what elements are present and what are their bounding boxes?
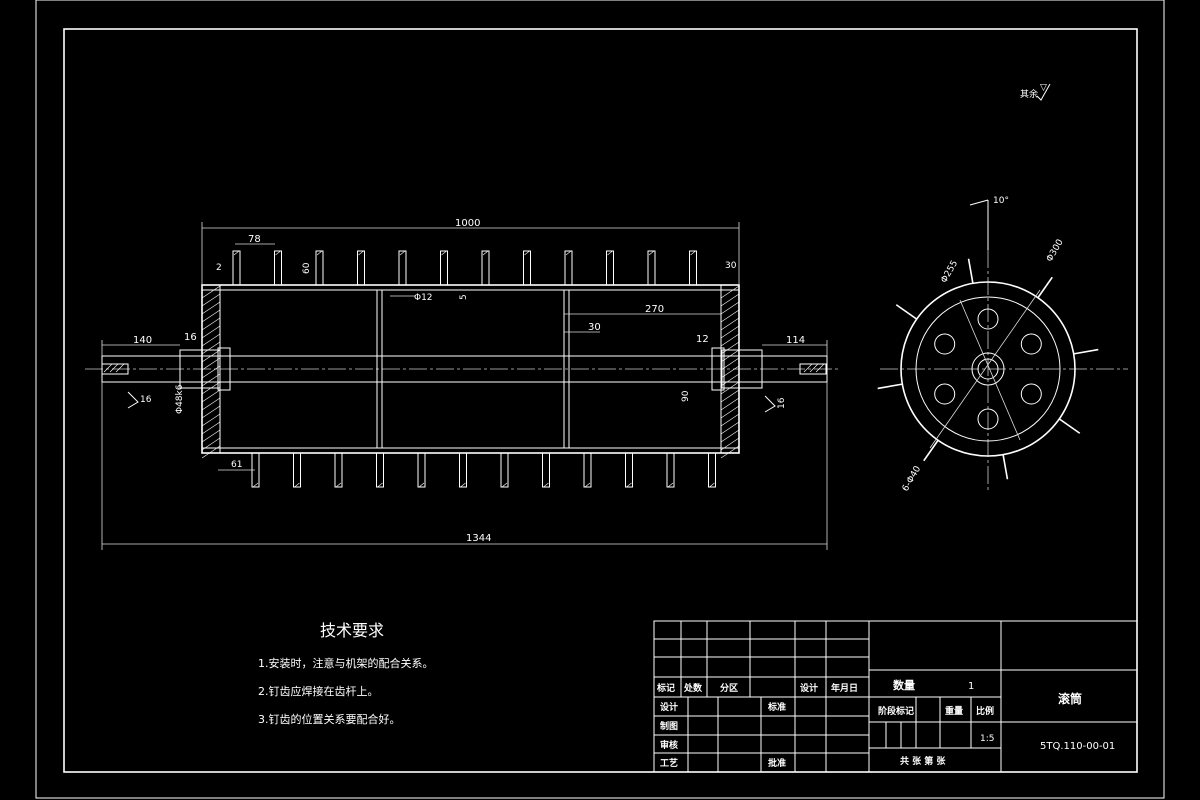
svg-text:审核: 审核: [660, 739, 678, 751]
svg-text:▽: ▽: [1040, 83, 1047, 93]
side-tooth: [1058, 418, 1081, 434]
tooth: [666, 452, 675, 488]
svg-text:1:5: 1:5: [980, 734, 994, 744]
tooth: [523, 250, 531, 286]
tooth: [398, 250, 407, 286]
dim-78: 78: [248, 234, 261, 245]
tech-title: 技术要求: [320, 621, 384, 640]
outer-dia-label: Φ300: [1045, 238, 1066, 264]
right-flange: [720, 284, 740, 454]
tooth: [440, 250, 448, 286]
side-tooth: [967, 258, 974, 284]
bolt-hole: [934, 333, 956, 355]
dim-16-right: 16: [777, 397, 787, 409]
tech-item-3: 3.钉齿的位置关系要配合好。: [258, 712, 401, 726]
dim-60: 60: [302, 262, 312, 274]
tooth: [417, 452, 426, 488]
svg-text:标准: 标准: [767, 701, 786, 713]
bolt-hole: [977, 308, 999, 330]
tooth: [542, 452, 550, 488]
tooth: [708, 452, 716, 488]
tooth: [315, 250, 324, 286]
tech-requirements: 技术要求 1.安装时，注意与机架的配合关系。 2.钉齿应焊接在齿杆上。 3.钉齿…: [258, 621, 434, 726]
tooth: [459, 452, 467, 488]
svg-text:分区: 分区: [720, 682, 738, 694]
side-tooth: [1002, 454, 1009, 480]
svg-text:重量: 重量: [945, 705, 963, 717]
teeth-bottom: [251, 452, 716, 488]
dim-shaft: Φ48k6: [175, 384, 185, 414]
svg-text:比例: 比例: [976, 705, 994, 717]
svg-text:设计: 设计: [800, 682, 818, 694]
bolt-hole: [934, 383, 956, 405]
dim-2: 2: [216, 263, 222, 273]
side-tooth: [1037, 276, 1053, 299]
bolt-hole: [1020, 383, 1042, 405]
svg-text:1: 1: [968, 681, 974, 692]
front-view: 1000 78 60 2 30 Φ12 5 270 30 12 140 16 1…: [85, 218, 840, 550]
svg-text:制图: 制图: [660, 720, 678, 732]
roughness-label: 其余: [1020, 88, 1038, 100]
bolt-hole: [1020, 333, 1042, 355]
tooth: [334, 452, 343, 488]
holes-label: 6-Φ40: [901, 464, 924, 493]
side-tooth: [1073, 348, 1099, 355]
bolt-hole: [977, 408, 999, 430]
pcd-label: Φ255: [939, 259, 960, 285]
teeth-top: [232, 250, 697, 286]
side-tooth: [923, 439, 939, 462]
tooth: [689, 250, 697, 286]
tooth: [500, 452, 509, 488]
dim-5: 5: [459, 294, 469, 300]
dim-90: 90: [681, 390, 691, 402]
svg-text:标记: 标记: [656, 682, 675, 694]
dim-30-right: 30: [725, 261, 737, 271]
svg-text:批准: 批准: [768, 757, 786, 769]
tooth: [481, 250, 490, 286]
outer-border: [35, 0, 1165, 799]
dim-61: 61: [231, 460, 242, 470]
tooth: [625, 452, 633, 488]
svg-text:设计: 设计: [660, 701, 678, 713]
tooth: [583, 452, 592, 488]
dim-12: 12: [696, 334, 709, 345]
tech-item-2: 2.钉齿应焊接在齿杆上。: [258, 684, 379, 698]
dim-bore: Φ12: [414, 293, 433, 303]
svg-text:工艺: 工艺: [660, 757, 678, 769]
dim-270: 270: [645, 304, 664, 315]
angle-label: 10°: [993, 196, 1009, 206]
tooth: [274, 250, 282, 286]
dim-1000: 1000: [455, 218, 480, 229]
side-view: 10° Φ255 Φ300 6-Φ40: [877, 196, 1128, 493]
part-name: 滚筒: [1058, 691, 1082, 706]
roughness-note: 其余 ▽: [1020, 83, 1051, 101]
dim-16-left: 16: [140, 395, 152, 405]
dim-140: 140: [133, 335, 152, 346]
svg-text:阶段标记: 阶段标记: [878, 705, 914, 717]
title-block: 标记 处数 分区 设计 年月日 设计 标准 制图 审核 工艺 批准 数量 1 阶…: [653, 620, 1138, 773]
side-tooth: [877, 383, 903, 390]
tooth: [564, 250, 573, 286]
svg-text:年月日: 年月日: [831, 682, 858, 694]
svg-text:处数: 处数: [683, 682, 703, 694]
drawing-number: 5TQ.110-00-01: [1040, 741, 1115, 752]
tooth: [606, 250, 614, 286]
side-tooth: [895, 304, 918, 320]
dim-16-top: 16: [184, 332, 197, 343]
tooth: [647, 250, 656, 286]
outer-circle: [900, 281, 1076, 457]
dim-114: 114: [786, 335, 805, 346]
svg-text:共 张 第 张: 共 张 第 张: [900, 755, 946, 767]
tech-item-1: 1.安装时，注意与机架的配合关系。: [258, 656, 434, 670]
svg-text:数量: 数量: [893, 678, 915, 692]
tooth: [357, 250, 365, 286]
tooth: [293, 452, 301, 488]
dim-1344: 1344: [466, 533, 491, 544]
tooth: [376, 452, 384, 488]
dim-30: 30: [588, 322, 601, 333]
inner-border: [63, 28, 1138, 773]
tooth: [232, 250, 241, 286]
